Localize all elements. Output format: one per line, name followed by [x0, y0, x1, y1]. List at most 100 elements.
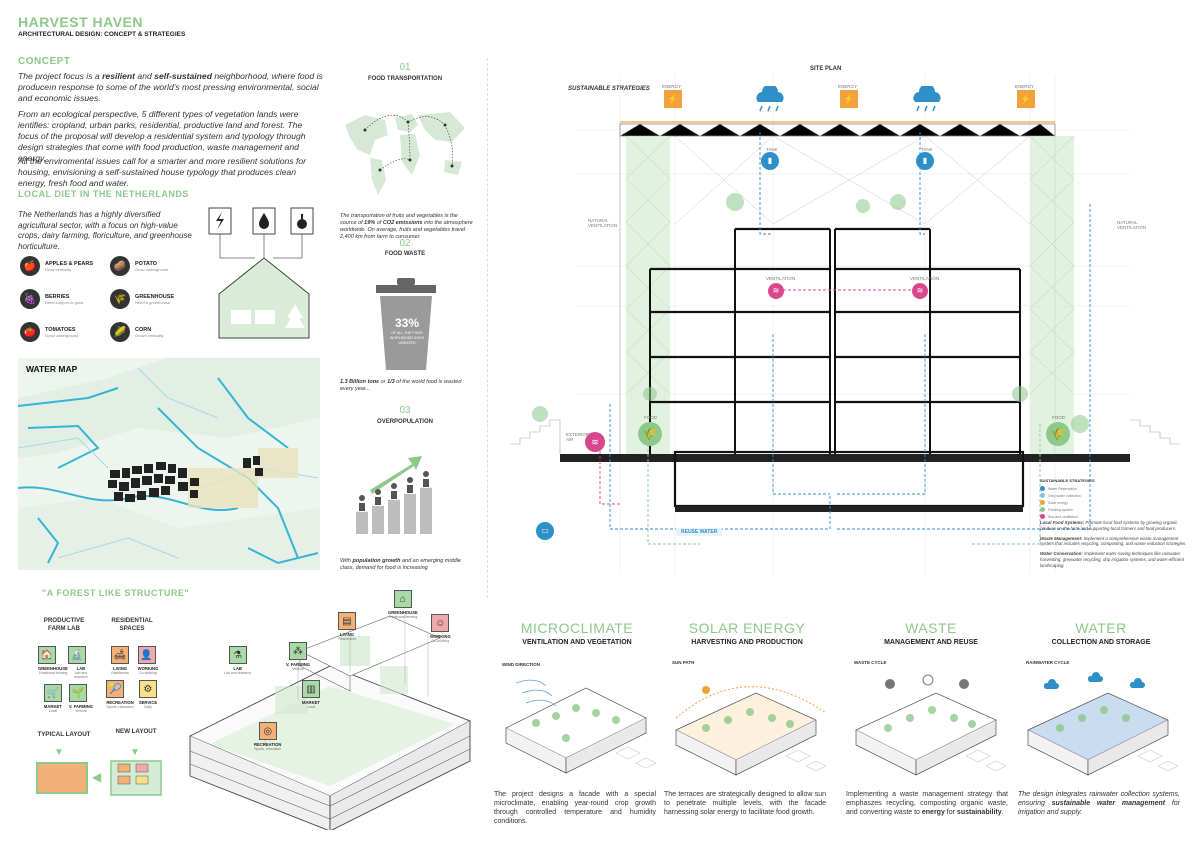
- berries-icon: 🍇: [20, 289, 40, 309]
- waste-bin-text: OF ALL THE FOOD WORLDWIDE GOES UNEATEN: [389, 331, 425, 345]
- tank-badge: ▮: [916, 152, 934, 170]
- axo-tag-lab: ⚗ LAB Lab and research: [224, 646, 251, 675]
- stat-text-2: 1.3 Billion tons or 1/3 of the world foo…: [340, 379, 462, 392]
- microclimate-diagram: [505, 679, 657, 774]
- ventilation-label: VENTILATION: [766, 276, 796, 281]
- food-badge: 🌾: [638, 422, 662, 446]
- working-icon: 👤: [137, 646, 156, 664]
- local-diet-heading: LOCAL DIET IN THE NETHERLANDS: [18, 189, 189, 199]
- market-icon: 🛒: [43, 684, 62, 702]
- building-section: 123 456: [510, 74, 1180, 574]
- residential-title: RESIDENTIAL SPACES: [111, 617, 153, 632]
- living-icon: ▤: [338, 612, 356, 630]
- natural-ventilation-label: NATURAL VENTILATION: [588, 218, 618, 228]
- axo-tag-market: ▥ MARKET Local: [302, 680, 320, 709]
- lab-icon: ⚗: [228, 646, 247, 664]
- energy-badge: ⚡: [840, 90, 858, 108]
- food-label: FOOD: [644, 415, 657, 420]
- stat-text-3: With population growth and an emerging m…: [340, 558, 461, 571]
- legend-item: Sun and ventilation: [1040, 514, 1130, 519]
- section-divider: [487, 58, 488, 598]
- pillar-text-solar-energy: The terraces are strategically designed …: [664, 791, 826, 816]
- food-label: FOOD: [1052, 415, 1065, 420]
- pillar-title-water: WATER: [1075, 620, 1127, 636]
- pillar-title-waste: WASTE: [905, 620, 957, 636]
- sustainable-strategies-label: SUSTAINABLE STRATEGIES: [568, 86, 650, 92]
- corn-icon: 🌽: [110, 322, 130, 342]
- local-diet-text: The Netherlands has a highly diversified…: [18, 210, 192, 251]
- concept-heading: CONCEPT: [18, 56, 71, 67]
- pillar-sub-water: COLLECTION AND STORAGE: [1051, 639, 1151, 646]
- stat-text-1: The transportation of fruits and vegetab…: [340, 213, 473, 240]
- pillar-sub-solar-energy: HARVESTING AND PRODUCTION: [691, 639, 803, 646]
- new-layout-arrow-down: ▼: [130, 747, 140, 758]
- energy-label: ENERGY: [662, 84, 682, 89]
- strategy-notes: Local Food Systems: Promote local food s…: [1040, 520, 1190, 569]
- pillar-title-solar-energy: SOLAR ENERGY: [688, 620, 806, 636]
- typical-layout-plan: [36, 762, 88, 794]
- legend-item: Water Reservation: [1040, 486, 1130, 491]
- typical-layout-arrow-down: ▼: [54, 747, 64, 758]
- section-legend: SUSTAINABLE STRATEGIES Water Reservation…: [1040, 478, 1130, 519]
- note-local-food: Local Food Systems: Promote local food s…: [1040, 520, 1178, 531]
- new-layout-label: NEW LAYOUT: [115, 728, 157, 735]
- waste-diagram: [855, 674, 1007, 776]
- axo-tag-greenhouse: ⌂ GREENHOUSE Traditional farming: [388, 590, 418, 619]
- tank-badge: ▮: [761, 152, 779, 170]
- tank-label: TANK: [766, 147, 778, 152]
- stat-title-3: OVERPOPULATION: [377, 419, 433, 425]
- waste-cycle-label: WASTE CYCLE: [854, 660, 887, 665]
- note-waste-management: Waste Management: Implement a comprehens…: [1040, 535, 1187, 547]
- recreation-icon: 🎾: [106, 680, 125, 698]
- energy-label: ENERGY: [1015, 84, 1035, 89]
- arrow-left-icon: ◀: [92, 770, 102, 784]
- page-title: HARVEST HAVEN: [18, 14, 144, 30]
- reuse-water-label: REUSE WATER: [676, 528, 723, 536]
- apple-icon: 🍎: [20, 256, 40, 276]
- wind-direction-label: WIND DIRECTION: [502, 662, 540, 667]
- typical-layout-label: TYPICAL LAYOUT: [37, 731, 91, 738]
- stat-number-3: 03: [399, 405, 411, 416]
- water-map: WATER MAP: [18, 358, 320, 570]
- note-water-conservation: Water Conservation: Implement water-savi…: [1040, 551, 1184, 568]
- rain-cloud-icon: [756, 86, 784, 112]
- world-map-icon: [345, 112, 465, 195]
- concept-paragraph-3: All the enviromental issues call for a s…: [18, 156, 307, 188]
- lab-icon: 🔬: [67, 646, 86, 664]
- axonometric-building: [188, 611, 472, 830]
- pillar-text-water: The design integrates rainwater collecti…: [1018, 791, 1181, 816]
- greenhouse-icon: ⌂: [393, 590, 412, 608]
- water-map-heading: WATER MAP: [26, 364, 78, 374]
- axo-tag-v-farming: ⁂ V. FARMING Vertical: [286, 642, 310, 671]
- exterior-air-label: EXTERIOR AIR: [566, 432, 590, 442]
- waste-bin-icon: [376, 278, 436, 370]
- legend-item: Solar energy: [1040, 500, 1130, 505]
- stat-title-1: FOOD TRANSPORTATION: [367, 76, 443, 82]
- recreation-icon: ◎: [258, 722, 277, 740]
- exterior-air-badge: ≋: [585, 432, 605, 452]
- population-growth-icon: [356, 456, 432, 534]
- forest-heading: "A FOREST LIKE STRUCTURE": [42, 588, 190, 598]
- sun-path-label: SUN PATH: [672, 660, 695, 665]
- rainwater-cycle-label: RAINWATER CYCLE: [1026, 660, 1070, 665]
- stat-number-2: 02: [399, 238, 411, 249]
- working-icon: ☺: [431, 614, 450, 632]
- solar-energy-diagram: [675, 686, 827, 776]
- water-map-graphic: [18, 358, 320, 570]
- greenhouse-icon: 🏠: [38, 646, 56, 664]
- productive-title: PRODUCTIVE FARM LAB: [43, 617, 85, 632]
- reuse-water-tank-icon: ▭: [536, 522, 554, 540]
- pillar-title-microclimate: MICROCLIMATE: [520, 620, 634, 636]
- rain-cloud-icon: [913, 86, 941, 112]
- pillar-text-microclimate: The project designs a facade with a spec…: [494, 791, 656, 825]
